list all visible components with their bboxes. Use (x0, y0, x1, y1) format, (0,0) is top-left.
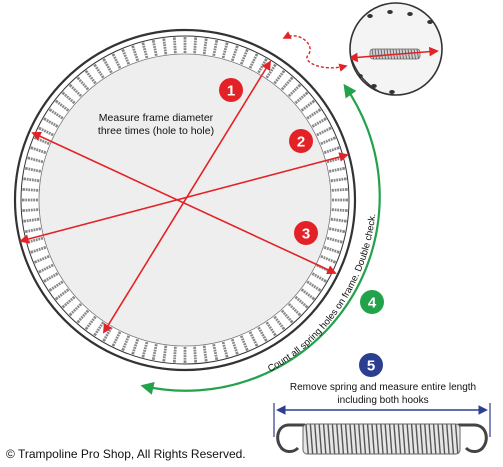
spring-instruction-line2: including both hooks (337, 395, 428, 406)
step-badge-4-number: 4 (368, 295, 377, 312)
measure-instruction-line1: Measure frame diameter (99, 112, 214, 124)
step-badge-3-number: 3 (302, 226, 310, 243)
step-badge-5: 5 (359, 353, 383, 377)
step-badge-1: 1 (219, 78, 243, 102)
step-badge-4-circle (360, 290, 384, 314)
step-badge-5-number: 5 (367, 358, 375, 375)
step-badge-4: 4 (360, 290, 384, 314)
detail-callout-arrow (282, 31, 348, 72)
step-badge-3: 3 (294, 221, 318, 245)
count-direction-arrow (140, 83, 381, 395)
measure-instruction-line2: three times (hole to hole) (98, 125, 214, 137)
step-badge-2-number: 2 (297, 134, 305, 151)
step-badge-5-circle (359, 353, 383, 377)
spring-instruction-line1: Remove spring and measure entire length (290, 382, 476, 393)
magnifier-detail-icon (349, 2, 443, 96)
step-badge-1-number: 1 (227, 83, 235, 100)
step-badge-2: 2 (289, 129, 313, 153)
spring-length-dimension (273, 403, 491, 437)
copyright-notice: © Trampoline Pro Shop, All Rights Reserv… (6, 447, 246, 461)
spring-icon (276, 423, 488, 455)
